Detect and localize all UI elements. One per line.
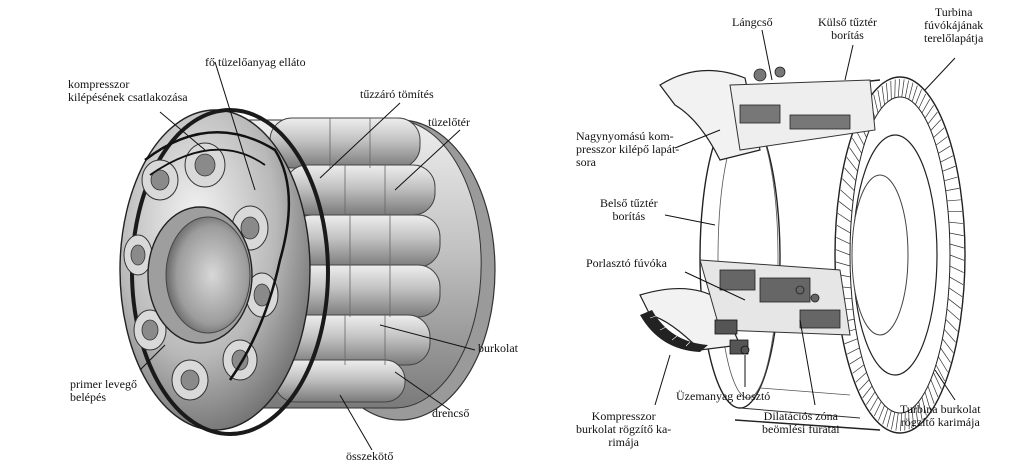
turbine-vane	[835, 261, 851, 267]
turbine-vane	[881, 86, 885, 105]
turbine-vane	[899, 412, 903, 432]
label-compressor-outlet: kompresszor kilépésének csatlakozása	[68, 77, 188, 104]
left-combustor-illustration	[119, 108, 496, 436]
turbine-vane	[944, 176, 958, 182]
turbine-vane	[921, 396, 927, 416]
turbine-vane	[930, 119, 942, 131]
turbine-vane	[938, 356, 949, 373]
turbine-vane	[891, 412, 896, 430]
turbine-vane	[949, 265, 964, 273]
turbine-vane	[852, 364, 865, 374]
turbine-vane	[855, 372, 867, 383]
turbine-vane	[948, 221, 964, 224]
turbine-vane	[945, 319, 958, 332]
turbine-vane	[949, 254, 965, 261]
turbine-vane	[882, 408, 889, 425]
turbine-vane	[915, 89, 922, 105]
turbine-vane	[933, 127, 945, 138]
turbine-vane	[947, 298, 962, 309]
turbine-vane	[895, 412, 899, 431]
turbine-vane	[897, 78, 901, 98]
turbine-vane	[836, 224, 851, 234]
turbine-vane	[866, 391, 876, 405]
turbine-vane	[849, 147, 860, 163]
turbine-vane	[918, 401, 923, 421]
turbine-vane	[918, 93, 927, 109]
turbine-vane	[873, 94, 879, 114]
turbine-vane	[858, 379, 870, 391]
turbine-vane	[844, 338, 858, 345]
turbine-vane	[942, 338, 954, 353]
turbine-vane	[837, 212, 852, 223]
label-dilution-holes: Dilatációs zóna beömlési furatai	[762, 409, 840, 436]
turbine-vane	[924, 105, 934, 119]
label-hp-compressor-outlet-vanes: Nagynyomású kom- presszor kilépő lapát- …	[576, 129, 680, 169]
turbine-vane	[935, 364, 945, 382]
turbine-vane	[927, 111, 938, 125]
label-drain-pipe: drencső	[432, 406, 470, 420]
turbine-vane	[901, 79, 905, 98]
turbine-vane	[943, 328, 956, 343]
turbine-vane	[949, 276, 964, 286]
turbine-vane	[873, 401, 882, 417]
label-combustion-chamber: tüzelőtér	[428, 115, 470, 129]
turbine-vane	[886, 410, 892, 428]
turbine-vane	[851, 137, 862, 154]
label-compressor-casing-flange: Kompresszor burkolat rögzítő ka- rimája	[576, 409, 672, 449]
turbine-vane	[911, 408, 914, 428]
label-inner-liner: Belső tűztér borítás	[600, 196, 658, 223]
turbine-vane	[838, 201, 853, 212]
label-atomizer-nozzle: Porlasztó fúvóka	[586, 256, 667, 270]
turbine-vane	[862, 385, 873, 399]
label-fuel-distributor: Üzemanyag elosztó	[676, 389, 771, 403]
turbine-vane	[938, 145, 951, 154]
turbine-vane	[886, 82, 889, 102]
turbine-vane	[911, 85, 918, 102]
turbine-vane	[940, 347, 951, 363]
label-main-fuel-supply: fő tüzelőanyag elláto	[205, 55, 306, 69]
turbine-vane	[846, 157, 858, 172]
label-flame-tube: Lángcső	[732, 15, 773, 29]
label-primary-air-inlet: primer levegő belépés	[70, 377, 137, 404]
turbine-vane	[930, 379, 939, 398]
turbine-vane	[921, 99, 931, 114]
turbine-vane	[878, 405, 885, 421]
turbine-vane	[877, 89, 882, 109]
turbine-vane	[869, 396, 879, 411]
label-fire-seal: tűzzáró tömítés	[360, 87, 434, 101]
turbine-vane	[840, 189, 854, 202]
turbine-vane	[849, 356, 862, 365]
turbine-vane	[842, 178, 855, 191]
turbine-vane	[935, 136, 948, 146]
leader-lines	[139, 29, 956, 451]
turbine-vane	[949, 232, 964, 237]
turbine-vane	[927, 385, 935, 404]
turbine-vane	[908, 410, 910, 430]
turbine-vane	[915, 405, 919, 424]
label-connector: összekötő	[346, 449, 394, 463]
turbine-vane	[904, 80, 909, 98]
turbine-vane	[835, 249, 851, 256]
label-turbine-casing-flange: Turbina burkolat rögzítő karimája	[900, 402, 981, 429]
turbine-vane	[846, 347, 860, 355]
turbine-vane	[890, 80, 892, 100]
turbine-vane	[844, 167, 857, 182]
label-outer-liner: Külső tűztér borítás	[818, 15, 877, 42]
turbine-vane	[940, 155, 954, 163]
turbine-vane	[949, 243, 965, 249]
turbine-vane	[948, 287, 963, 298]
turbine-vane	[836, 237, 851, 245]
turbine-vane	[924, 391, 931, 411]
turbine-vane	[908, 82, 914, 100]
turbine-vane	[945, 187, 960, 192]
turbine-vane	[946, 199, 961, 202]
turbine-vane	[946, 308, 960, 321]
right-combustor-illustration	[639, 66, 966, 434]
turbine-vane	[933, 372, 942, 390]
label-casing: burkolat	[478, 341, 518, 355]
turbine-vane	[942, 165, 956, 172]
label-turbine-nozzle-vanes: Turbina fúvókájának terelőlapátja	[924, 5, 984, 45]
